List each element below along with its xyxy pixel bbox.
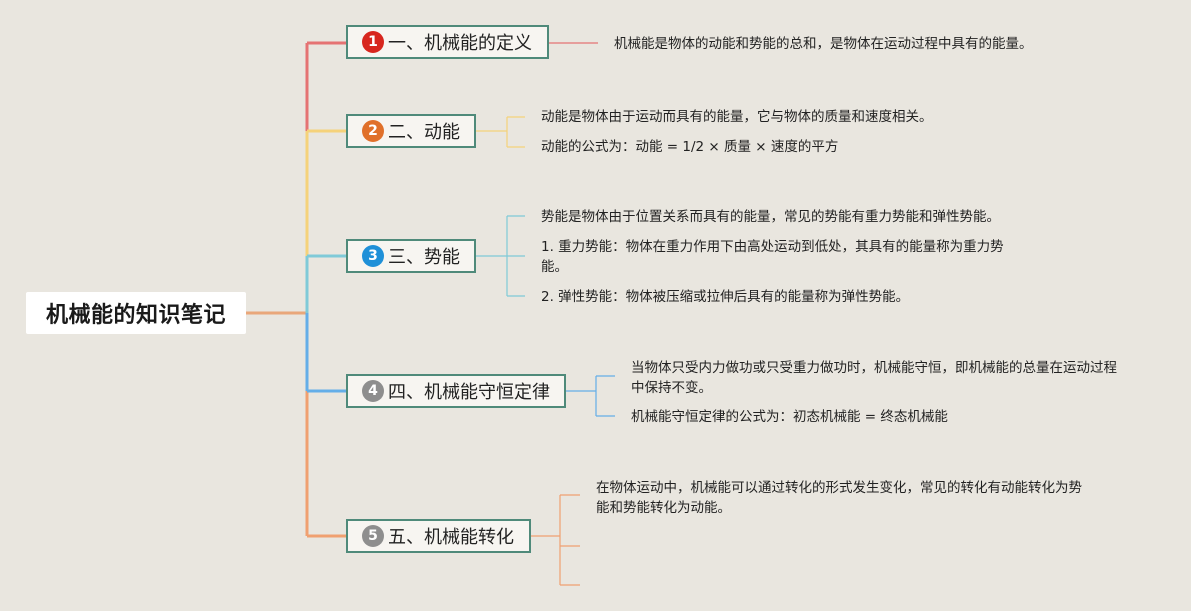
- detail-text[interactable]: 动能的公式为：动能 = 1/2 × 质量 × 速度的平方: [541, 139, 839, 155]
- topic-energy-conversion[interactable]: 5 五、机械能转化: [346, 519, 531, 553]
- topic-potential-energy[interactable]: 3 三、势能: [346, 239, 476, 273]
- root-title: 机械能的知识笔记: [45, 303, 226, 328]
- topic-label: 二、动能: [388, 122, 460, 143]
- number-badge-icon: 2: [362, 120, 384, 142]
- detail-text[interactable]: 势能是物体由于位置关系而具有的能量，常见的势能有重力势能和弹性势能。: [541, 209, 1000, 225]
- detail-text[interactable]: 1. 重力势能：物体在重力作用下由高处运动到低处，其具有的能量称为重力势能。: [541, 239, 1004, 275]
- detail-text[interactable]: 机械能是物体的动能和势能的总和，是物体在运动过程中具有的能量。: [614, 36, 1033, 52]
- detail-text[interactable]: 2. 弹性势能：物体被压缩或拉伸后具有的能量称为弹性势能。: [541, 289, 910, 305]
- root-node[interactable]: 机械能的知识笔记: [26, 292, 246, 334]
- number-badge-icon: 5: [362, 525, 384, 547]
- number-badge-icon: 1: [362, 31, 384, 53]
- number-badge-icon: 4: [362, 380, 384, 402]
- topic-kinetic-energy[interactable]: 2 二、动能: [346, 114, 476, 148]
- topic-mechanical-energy-definition[interactable]: 1 一、机械能的定义: [346, 25, 549, 59]
- number-badge-icon: 3: [362, 245, 384, 267]
- detail-text[interactable]: 机械能守恒定律的公式为：初态机械能 = 终态机械能: [631, 409, 948, 425]
- topic-label: 三、势能: [388, 247, 460, 268]
- detail-text[interactable]: 动能是物体由于运动而具有的能量，它与物体的质量和速度相关。: [541, 109, 933, 125]
- detail-text[interactable]: 在物体运动中，机械能可以通过转化的形式发生变化，常见的转化有动能转化为势能和势能…: [596, 480, 1082, 516]
- topic-label: 四、机械能守恒定律: [388, 382, 550, 403]
- topic-label: 一、机械能的定义: [388, 33, 532, 54]
- detail-text[interactable]: 当物体只受内力做功或只受重力做功时，机械能守恒，即机械能的总量在运动过程中保持不…: [631, 360, 1117, 396]
- topic-conservation-law[interactable]: 4 四、机械能守恒定律: [346, 374, 566, 408]
- topic-label: 五、机械能转化: [388, 527, 514, 548]
